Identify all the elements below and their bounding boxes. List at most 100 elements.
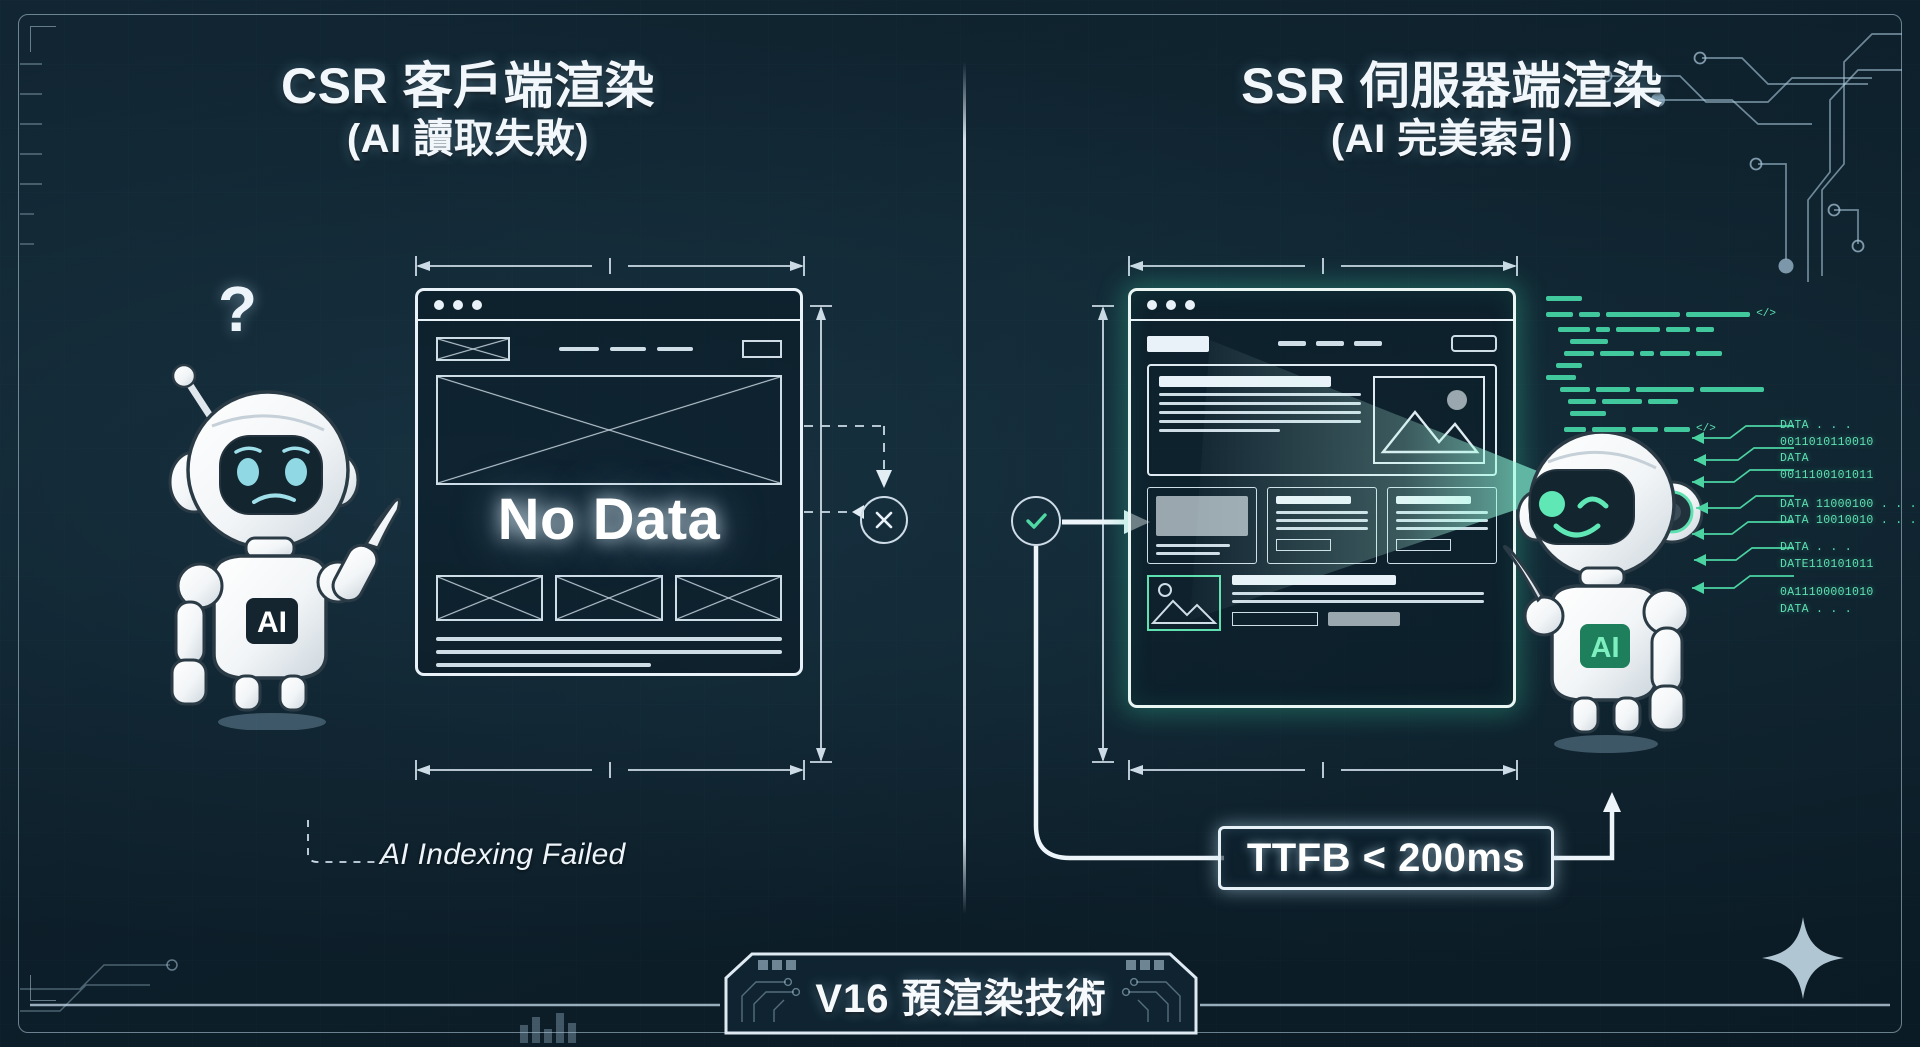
footer-bar-chart-decor — [520, 1013, 576, 1043]
browser-dot-green — [472, 300, 482, 310]
ssr-nav-line — [1354, 341, 1382, 346]
ssr-col-heading — [1396, 496, 1472, 504]
left-edge-tick-ladder — [20, 63, 42, 245]
footer-rail-right — [1200, 1003, 1890, 1007]
csr-hero-placeholder — [436, 375, 782, 485]
ssr-text-line — [1159, 429, 1281, 432]
ssr-title-line1: SSR 伺服器端渲染 — [1241, 58, 1663, 114]
data-line: 0A11100001010 — [1780, 586, 1874, 600]
ssr-col-heading — [1276, 496, 1352, 504]
ssr-footer-heading — [1232, 575, 1397, 585]
ssr-hero-image-icon — [1373, 376, 1485, 464]
browser-dot-green — [1185, 300, 1195, 310]
ssr-panel-title: SSR 伺服器端渲染 (AI 完美索引) — [1002, 58, 1902, 164]
ssr-robot-ai-badge: AI — [1591, 632, 1620, 664]
ssr-text-line — [1276, 519, 1368, 522]
ssr-cta-button — [1451, 335, 1497, 352]
ssr-data-feed-arrows — [1692, 425, 1794, 594]
ssr-col-button — [1276, 539, 1332, 551]
csr-card-placeholder — [555, 575, 663, 621]
ssr-nav-line — [1316, 341, 1344, 346]
ttfb-badge: TTFB < 200ms — [1218, 826, 1554, 890]
ssr-text-line — [1276, 527, 1368, 530]
footer-banner-label: V16 預渲染技術 — [815, 976, 1107, 1021]
ssr-text-line — [1396, 511, 1488, 514]
ssr-nav-line — [1278, 341, 1306, 346]
csr-robot-sad: AI — [168, 363, 401, 730]
ssr-robot-happy: AI — [1503, 430, 1704, 753]
csr-caption-leader-line — [307, 820, 390, 863]
data-line: DATA . . . — [1780, 603, 1853, 617]
ssr-text-line — [1396, 527, 1488, 530]
data-line: DATA 10010010 . . . — [1780, 514, 1917, 528]
ssr-data-stream-text: DATA . . . 0011010110010 DATA 0011100101… — [1780, 418, 1920, 619]
csr-card-placeholder — [436, 575, 544, 621]
data-line: DATA — [1780, 452, 1809, 466]
footer-banner: V16 預渲染技術 — [722, 952, 1200, 1037]
browser-dot-red — [1147, 300, 1157, 310]
ssr-col-button — [1396, 539, 1452, 551]
csr-panel-title: CSR 客戶端渲染 (AI 讀取失敗) — [18, 58, 918, 164]
browser-dot-yellow — [1166, 300, 1176, 310]
ssr-footer-block — [1328, 612, 1400, 626]
data-line: DATA . . . — [1780, 419, 1853, 432]
code-tag: </> — [1696, 423, 1716, 435]
csr-logo-placeholder — [436, 337, 510, 361]
csr-nav-line — [657, 347, 693, 351]
panel-divider — [963, 62, 966, 914]
ssr-heading-block — [1159, 376, 1331, 387]
footer-rail-left — [30, 1003, 720, 1007]
csr-failure-caption: AI Indexing Failed — [380, 838, 626, 871]
ssr-dimension-bottom — [1128, 760, 1518, 780]
csr-nav-line — [610, 347, 646, 351]
csr-browser-titlebar — [418, 291, 800, 321]
corner-mark-top-left — [30, 26, 56, 52]
ssr-text-line — [1159, 393, 1361, 396]
ssr-text-line — [1396, 519, 1488, 522]
csr-dimension-bottom — [415, 760, 805, 780]
ssr-wireframe-browser — [1128, 288, 1516, 708]
ssr-browser-titlebar — [1131, 291, 1513, 321]
data-line: DATA 11000100 . . . — [1780, 497, 1917, 511]
ssr-title-line2: (AI 完美索引) — [1330, 117, 1574, 161]
ssr-logo-block — [1147, 335, 1209, 352]
x-circle-icon — [860, 496, 908, 544]
csr-title-line2: (AI 讀取失敗) — [346, 117, 590, 161]
ssr-text-line — [1232, 592, 1484, 595]
check-circle-icon — [1011, 496, 1061, 546]
ssr-col-thumb — [1156, 496, 1248, 536]
ssr-text-line — [1156, 552, 1221, 555]
ssr-footer-button — [1232, 612, 1318, 626]
csr-cta-placeholder — [742, 340, 782, 358]
csr-card-placeholder — [674, 575, 782, 621]
data-line: DATE110101011 — [1780, 557, 1874, 571]
circuit-decoration-top-right — [1599, 33, 1902, 282]
ssr-text-line — [1156, 544, 1230, 547]
ssr-code-snippet-block: </> </> — [1546, 296, 1776, 435]
ssr-dimension-left-vertical — [1092, 305, 1114, 763]
ssr-text-line — [1159, 402, 1361, 405]
circuit-decoration-bottom-left — [20, 959, 178, 1012]
ssr-text-line — [1232, 600, 1484, 603]
question-mark-icon: ? — [218, 273, 258, 345]
ssr-ttfb-right-connector — [1554, 792, 1621, 861]
ssr-ttfb-connector — [1033, 546, 1224, 861]
browser-dot-red — [434, 300, 444, 310]
data-line: 0011100101011 — [1780, 469, 1874, 483]
ssr-footer-image-icon — [1147, 575, 1221, 631]
code-tag: </> — [1756, 308, 1776, 320]
browser-dot-yellow — [453, 300, 463, 310]
csr-text-line — [436, 650, 782, 654]
csr-nav-line — [559, 347, 599, 351]
data-line: 0011010110010 — [1780, 435, 1874, 449]
data-line: DATA . . . — [1780, 541, 1853, 555]
no-data-label: No Data — [497, 487, 721, 552]
csr-text-line — [436, 663, 651, 667]
ssr-text-line — [1276, 511, 1368, 514]
ssr-text-line — [1159, 411, 1361, 414]
csr-text-line — [436, 637, 782, 641]
csr-title-line1: CSR 客戶端渲染 — [281, 58, 655, 114]
ssr-wireframe-body — [1131, 321, 1513, 645]
csr-wireframe-browser — [415, 288, 803, 676]
